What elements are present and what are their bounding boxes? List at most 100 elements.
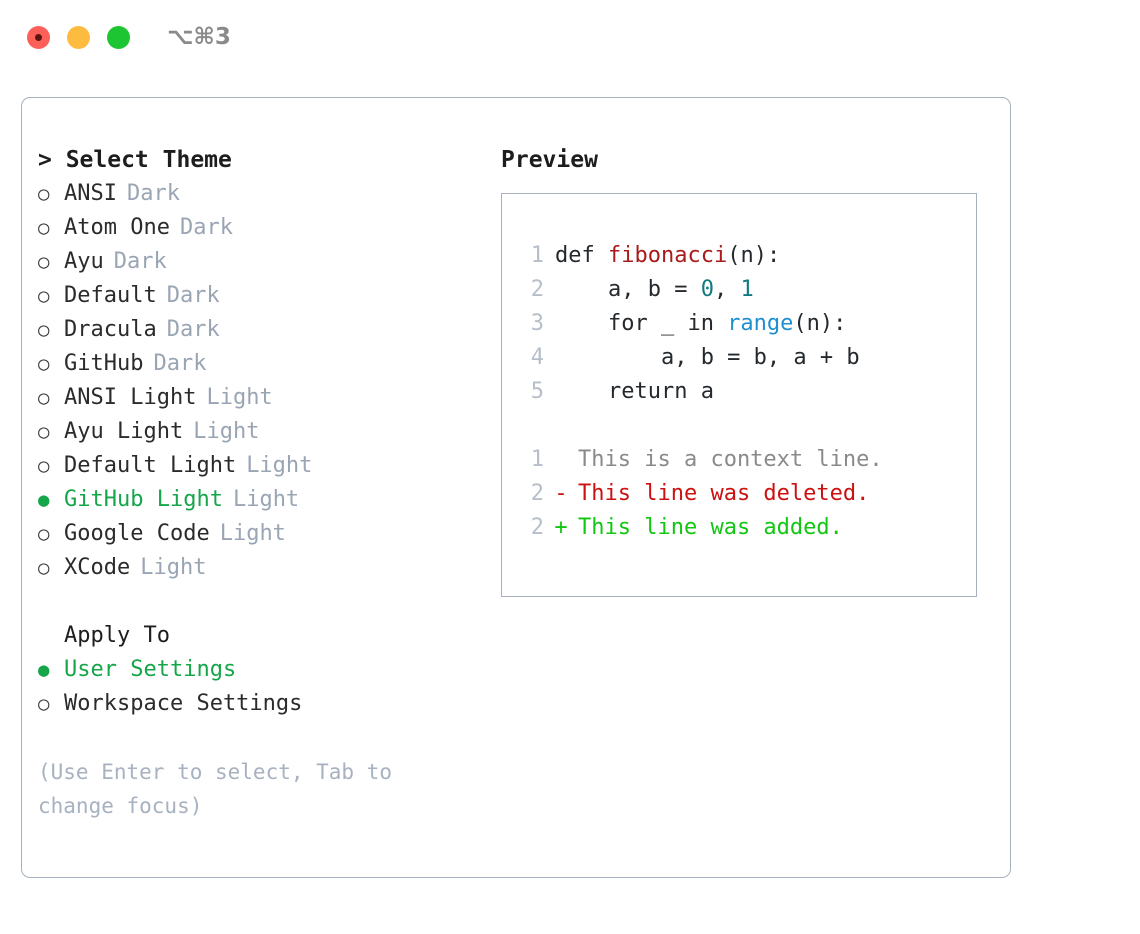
code-line: 3 for _ in range(n):	[514, 307, 968, 341]
diff-line-del: 2-This line was deleted.	[514, 477, 968, 511]
theme-option-github-light[interactable]: ● GitHub Light Light	[38, 483, 488, 517]
theme-variant-tag: Dark	[153, 351, 207, 376]
diff-line-number: 1	[530, 447, 544, 472]
preview-heading: Preview	[501, 147, 598, 173]
radio-unselected-icon: ○	[38, 217, 50, 239]
code-token-num: 1	[740, 277, 754, 302]
code-line-number: 4	[530, 345, 544, 370]
theme-option-dracula[interactable]: ○ Dracula Dark	[38, 313, 488, 347]
theme-option-label: Dracula	[64, 317, 157, 342]
theme-variant-tag: Light	[193, 419, 260, 444]
window-title-shortcut: ⌥⌘3	[167, 24, 231, 50]
code-line: 4 a, b = b, a + b	[514, 341, 968, 375]
theme-option-google-code[interactable]: ○ Google Code Light	[38, 517, 488, 551]
code-token-plain: a, b = b, a + b	[555, 345, 860, 370]
theme-option-ayu-light[interactable]: ○ Ayu Light Light	[38, 415, 488, 449]
theme-option-label: XCode	[64, 555, 131, 580]
code-token-builtin: range	[727, 311, 794, 336]
theme-option-label: Default	[64, 283, 157, 308]
window-controls	[27, 26, 130, 49]
radio-unselected-icon: ○	[38, 285, 50, 307]
theme-option-label: GitHub Light	[64, 487, 223, 512]
code-line-text: a, b = 0, 1	[544, 273, 754, 307]
diff-marker: -	[554, 481, 568, 506]
diff-line-number: 2	[530, 481, 544, 506]
code-line: 2 a, b = 0, 1	[514, 273, 968, 307]
radio-unselected-icon: ○	[38, 319, 50, 341]
theme-option-label: Ayu	[64, 249, 104, 274]
radio-unselected-icon: ○	[38, 455, 50, 477]
theme-variant-tag: Dark	[126, 181, 180, 206]
radio-selected-icon: ●	[38, 659, 50, 681]
diff-line-add: 2+This line was added.	[514, 511, 968, 545]
diff-sample: 1 This is a context line.2-This line was…	[514, 443, 968, 545]
apply-to-heading: Apply To	[64, 623, 170, 648]
code-line-number: 3	[530, 311, 544, 336]
theme-option-label: Default Light	[64, 453, 237, 478]
code-token-plain: def	[555, 243, 608, 268]
theme-option-label: Google Code	[64, 521, 210, 546]
theme-variant-tag: Dark	[166, 317, 220, 342]
close-window-icon[interactable]	[27, 26, 50, 49]
apply-to-option-label: User Settings	[64, 657, 237, 682]
theme-option-github[interactable]: ○ GitHub Dark	[38, 347, 488, 381]
diff-marker: +	[554, 515, 568, 540]
radio-unselected-icon: ○	[38, 353, 50, 375]
code-token-plain: (n):	[793, 311, 847, 336]
theme-variant-tag: Dark	[113, 249, 167, 274]
theme-variant-tag: Light	[232, 487, 300, 512]
code-line-text: return a	[544, 375, 714, 409]
diff-line-text: This is a context line.	[578, 447, 883, 472]
radio-unselected-icon: ○	[38, 693, 50, 715]
theme-variant-tag: Dark	[166, 283, 220, 308]
radio-unselected-icon: ○	[38, 387, 50, 409]
code-token-fn: fibonacci	[607, 243, 728, 268]
apply-to-option-user-settings[interactable]: ● User Settings	[38, 653, 488, 687]
diff-line-ctx: 1 This is a context line.	[514, 443, 968, 477]
theme-option-default-light[interactable]: ○ Default Light Light	[38, 449, 488, 483]
theme-variant-tag: Light	[140, 555, 207, 580]
code-line: 5 return a	[514, 375, 968, 409]
theme-option-label: ANSI	[64, 181, 117, 206]
code-token-plain: return a	[555, 379, 714, 404]
apply-to-option-workspace-settings[interactable]: ○ Workspace Settings	[38, 687, 488, 721]
code-line-text: a, b = b, a + b	[544, 341, 860, 375]
theme-variant-tag: Light	[246, 453, 313, 478]
maximize-window-icon[interactable]	[107, 26, 130, 49]
radio-selected-icon: ●	[38, 489, 50, 511]
code-line-text: for _ in range(n):	[544, 307, 846, 341]
section-spacer	[38, 585, 488, 619]
diff-line-number: 2	[530, 515, 544, 540]
apply-to-list: ● User Settings ○ Workspace Settings	[38, 653, 488, 721]
theme-option-label: GitHub	[64, 351, 144, 376]
radio-unselected-icon: ○	[38, 421, 50, 443]
radio-unselected-icon: ○	[38, 183, 50, 205]
radio-unselected-icon: ○	[38, 523, 50, 545]
select-theme-heading: > Select Theme	[38, 147, 232, 173]
code-token-plain: for _ in	[555, 311, 728, 336]
theme-option-ansi[interactable]: ○ ANSI Dark	[38, 177, 488, 211]
minimize-window-icon[interactable]	[67, 26, 90, 49]
code-token-plain: (n):	[727, 243, 781, 268]
diff-line-text: This line was deleted.	[578, 481, 870, 506]
code-line-number: 2	[530, 277, 544, 302]
theme-variant-tag: Light	[219, 521, 286, 546]
apply-to-option-label: Workspace Settings	[64, 691, 303, 716]
diff-marker	[544, 443, 578, 477]
theme-option-default[interactable]: ○ Default Dark	[38, 279, 488, 313]
title-bar: ⌥⌘3	[0, 0, 1140, 78]
theme-option-label: ANSI Light	[64, 385, 197, 410]
theme-option-label: Ayu Light	[64, 419, 184, 444]
